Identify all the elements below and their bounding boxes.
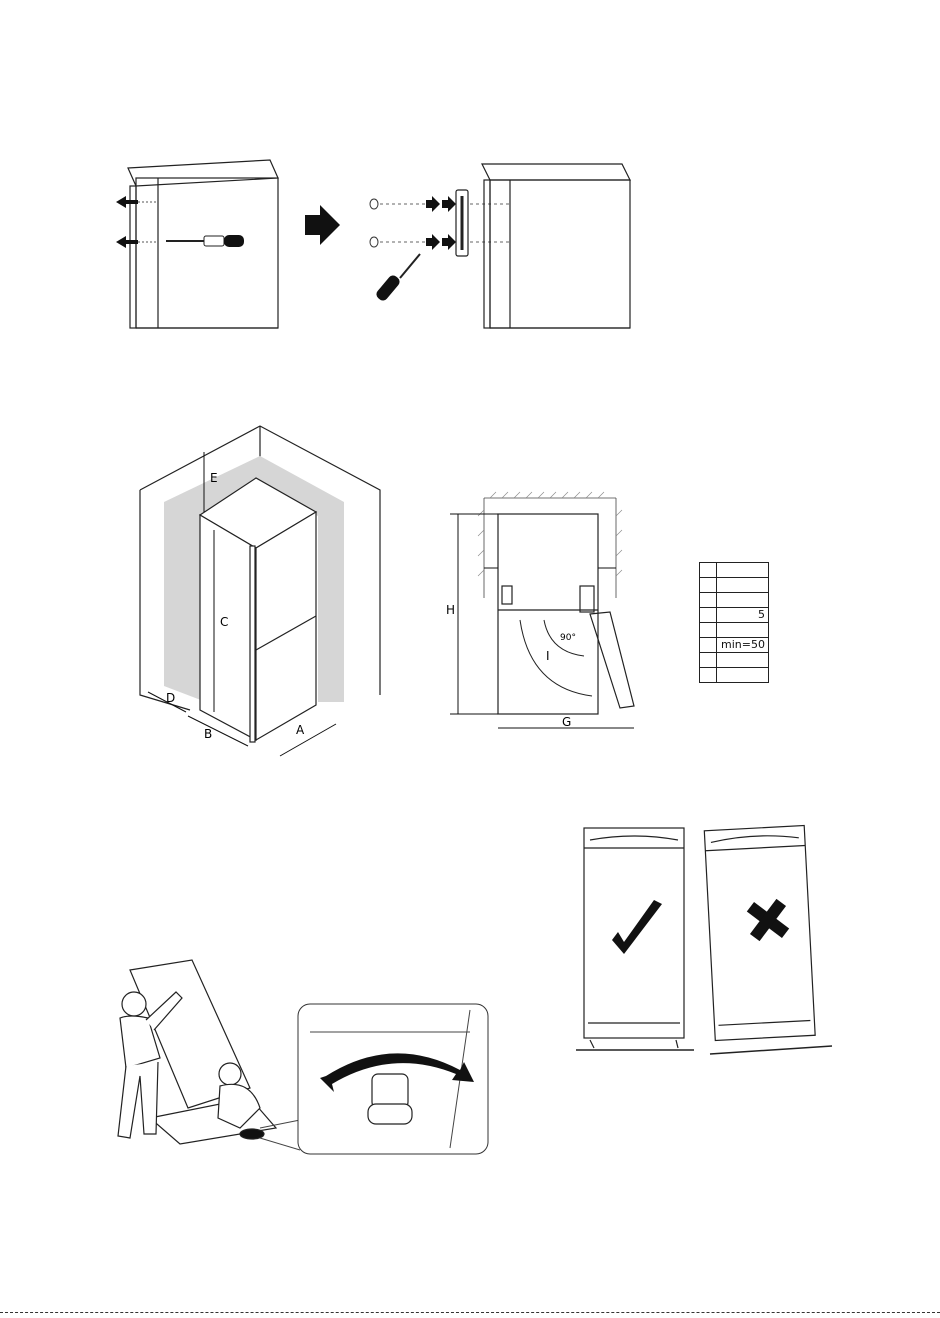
clearance-label-c: C (220, 615, 228, 629)
table-row (700, 668, 769, 683)
table-row (700, 578, 769, 593)
clearance-spec-table: 5 min=50 (699, 562, 769, 683)
table-row: min=50 (700, 638, 769, 653)
adjustable-foot-icon (368, 1074, 412, 1124)
clearance-label-b: B (204, 727, 212, 741)
clearance-label-a: A (296, 723, 305, 737)
levelling-comparison-figure (570, 818, 840, 1068)
table-row: 5 (700, 608, 769, 623)
adjust-feet-figure (100, 958, 492, 1158)
clearance-label-d: D (166, 691, 175, 705)
table-row (700, 653, 769, 668)
next-step-arrow-icon (305, 205, 340, 245)
door-angle-label: 90° (560, 633, 576, 643)
checkmark-icon (612, 900, 662, 954)
table-row (700, 623, 769, 638)
handle-screw-removal-figure (100, 150, 660, 350)
screwdriver-icon (166, 235, 244, 247)
clearance-label-g: G (562, 715, 571, 729)
clearance-label-i: I (546, 649, 550, 663)
table-row (700, 563, 769, 578)
arrow-right-icon (426, 196, 456, 250)
clearance-label-e: E (210, 471, 218, 485)
door-opening-top-view-figure: H G I 90° (440, 488, 650, 738)
page-bottom-rule (0, 1312, 940, 1313)
arrow-left-icon (116, 196, 138, 248)
corner-clearance-figure: E C D B A (130, 420, 400, 760)
cross-icon (746, 898, 791, 943)
clearance-label-h: H (446, 603, 455, 617)
screwdriver-icon (374, 254, 420, 303)
table-row (700, 593, 769, 608)
